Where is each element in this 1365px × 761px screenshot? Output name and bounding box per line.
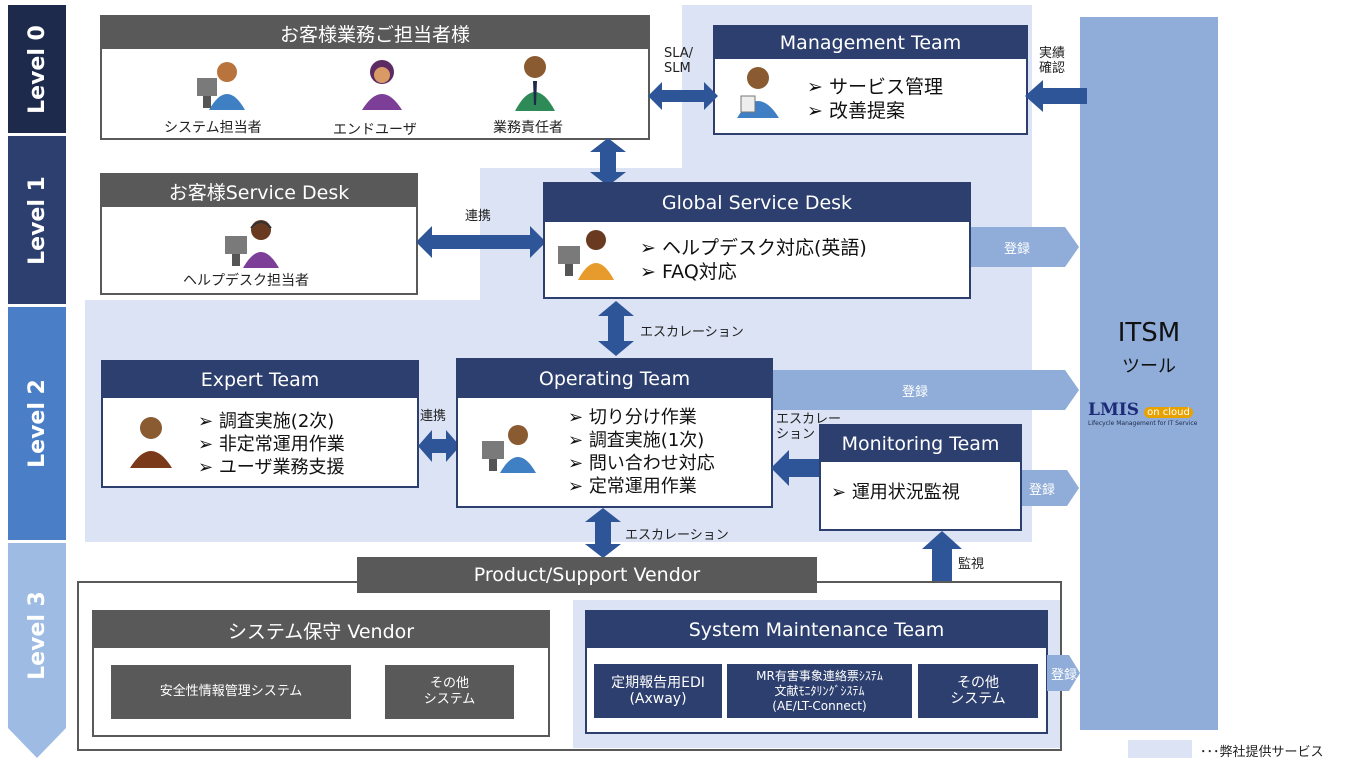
bullet-regular-ops: 定常運用作業 [568, 475, 715, 498]
confirm-arrow [1025, 80, 1087, 112]
bullet-faq: FAQ対応 [640, 260, 867, 284]
person-icon [515, 56, 555, 111]
register-arrow [773, 370, 1079, 410]
itsm-title: ITSM [1117, 318, 1181, 348]
person-icon [362, 60, 402, 110]
bullet-inquiry: 問い合わせ対応 [568, 452, 715, 475]
register-label: 登録 [1003, 241, 1030, 257]
register-arrow [971, 227, 1079, 267]
bullet-improvement: 改善提案 [807, 99, 943, 123]
bullet-investigation-2: 調査実施(2次) [198, 410, 345, 433]
bullet-monitoring: 運用状況監視 [831, 482, 960, 504]
person-icon [737, 67, 779, 118]
level-1-bar: Level 1 [8, 136, 66, 304]
escalation-label-2: エスカレーション [625, 528, 729, 543]
customer-staff-title: お客様業務ご担当者様 [102, 17, 648, 49]
operating-team-box: Operating Team 切り分け作業 調査実施(1次) 問い合わせ対応 定… [456, 358, 773, 508]
expert-team-title: Expert Team [103, 362, 417, 398]
person-label-enduser: エンドユーザ [333, 122, 417, 138]
edi-box: 定期報告用EDI (Axway) [594, 664, 722, 718]
bullet-helpdesk-english: ヘルプデスク対応(英語) [640, 236, 867, 260]
link-label-2: 連携 [420, 409, 447, 424]
bullet-investigation-1: 調査実施(1次) [568, 429, 715, 452]
monitor-label: 監視 [958, 557, 985, 572]
link-label-1: 連携 [465, 209, 492, 224]
bullet-user-support: ユーザ業務支援 [198, 456, 345, 479]
itsm-subtitle: ツール [1122, 356, 1176, 377]
sla-label: SLA/ SLM [664, 46, 694, 76]
level-3-arrow [8, 543, 66, 758]
legend-swatch [1128, 740, 1192, 758]
global-service-desk-box: Global Service Desk ヘルプデスク対応(英語) FAQ対応 [543, 182, 971, 299]
person-icon [197, 62, 245, 110]
confirm-label: 実績 確認 [1039, 46, 1066, 76]
product-vendor-title: Product/Support Vendor [357, 557, 817, 593]
person-icon [558, 230, 614, 280]
global-service-desk-title: Global Service Desk [545, 184, 969, 222]
register-label: 登録 [1028, 482, 1055, 498]
link-arrow [418, 430, 460, 462]
bullet-service-management: サービス管理 [807, 75, 943, 99]
register-arrow [1022, 470, 1079, 506]
helpdesk-person-label: ヘルプデスク担当者 [183, 273, 309, 289]
legend-label: ･･･弊社提供サービス [1200, 745, 1324, 760]
management-team-title: Management Team [715, 27, 1026, 59]
maintenance-team-title: System Maintenance Team [587, 612, 1046, 648]
bullet-irregular-ops: 非定常運用作業 [198, 433, 345, 456]
system-vendor-title: システム保守 Vendor [94, 612, 548, 648]
person-icon [130, 417, 172, 468]
level-3-label: Level 3 [24, 591, 50, 680]
bullet-isolation: 切り分け作業 [568, 406, 715, 429]
person-label-system: システム担当者 [164, 120, 262, 136]
register-label: 登録 [1050, 667, 1077, 683]
lmis-logo: LMIS on cloud Lifecycle Management for I… [1088, 400, 1198, 427]
other-system-box: その他 システム [385, 665, 514, 719]
escalation-arrow [585, 508, 621, 558]
mr-system-box: MR有害事象連絡票ｼｽﾃﾑ 文献ﾓﾆﾀﾘﾝｸﾞｼｽﾃﾑ (AE/LT-Conne… [727, 664, 912, 718]
link-arrow [416, 226, 546, 258]
escalation-arrow [771, 450, 821, 486]
person-label-manager: 業務責任者 [493, 120, 563, 136]
person-icon [482, 425, 536, 473]
escalation-label-3: エスカレー ション [776, 412, 842, 442]
operating-team-title: Operating Team [458, 360, 771, 398]
other-system-box-2: その他 システム [918, 664, 1038, 718]
level-2-bar: Level 2 [8, 307, 66, 540]
vertical-arrow [590, 138, 626, 186]
monitoring-team-title: Monitoring Team [821, 426, 1020, 462]
customer-service-desk-title: お客様Service Desk [102, 175, 416, 207]
sla-arrow [648, 82, 718, 110]
register-arrow [1047, 655, 1080, 691]
escalation-arrow [598, 301, 634, 356]
management-team-box: Management Team サービス管理 改善提案 [713, 25, 1028, 135]
safety-system-box: 安全性情報管理システム [111, 665, 351, 719]
register-label: 登録 [901, 384, 928, 400]
escalation-label-1: エスカレーション [640, 325, 744, 340]
level-0-bar: Level 0 [8, 5, 66, 133]
monitor-arrow [922, 531, 962, 583]
headset-person-icon [225, 220, 279, 268]
itsm-column [1080, 17, 1218, 730]
monitoring-team-box: Monitoring Team 運用状況監視 [819, 424, 1022, 531]
